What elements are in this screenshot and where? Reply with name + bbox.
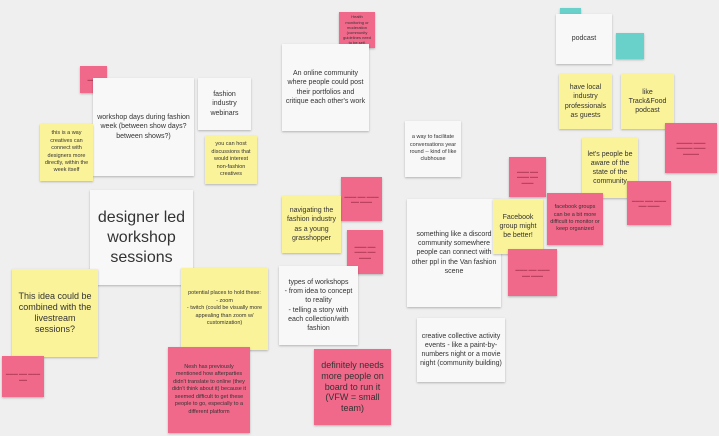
sticky-note-creatives-connect[interactable]: this is a way creatives can connect with… bbox=[40, 124, 93, 181]
sticky-note-clubhouse[interactable]: a way to facilitate conversations year r… bbox=[405, 121, 461, 177]
sticky-note[interactable]: ▬▬▬ ▬▬ ▬▬▬ ▬▬ bbox=[2, 356, 44, 397]
sticky-note-online-community[interactable]: An online community where people could p… bbox=[282, 44, 369, 131]
sticky-note[interactable] bbox=[616, 33, 644, 59]
sticky-note-more-people[interactable]: definitely needs more people on board to… bbox=[314, 349, 391, 425]
sticky-note-platforms[interactable]: potential places to hold these: - zoom -… bbox=[181, 268, 268, 350]
sticky-note-collective-events[interactable]: creative collective activity events - li… bbox=[417, 318, 505, 382]
sticky-note-grasshopper[interactable]: navigating the fashion industry as a you… bbox=[282, 196, 341, 253]
sticky-note[interactable]: ▬▬▬ ▬▬ ▬▬▬ ▬▬ ▬▬▬ bbox=[341, 177, 382, 221]
sticky-note-workshop-days[interactable]: workshop days during fashion week (betwe… bbox=[93, 78, 194, 176]
sticky-note-webinars[interactable]: fashion industry webinars bbox=[198, 78, 251, 130]
sticky-note[interactable]: ▬▬▬ ▬▬ ▬▬▬ ▬▬ ▬▬▬ bbox=[508, 249, 557, 296]
sticky-note[interactable]: ▬▬▬▬ ▬▬▬ ▬▬▬▬ ▬▬▬ ▬▬▬▬ bbox=[665, 123, 717, 173]
sticky-note-designer-workshops[interactable]: designer led workshop sessions bbox=[90, 190, 193, 285]
sticky-note-moderation[interactable]: Health monitoring or moderation (communi… bbox=[339, 12, 375, 48]
sticky-note-livestream[interactable]: This idea could be combined with the liv… bbox=[12, 269, 98, 357]
sticky-note-non-fashion[interactable]: you can host discussions that would inte… bbox=[205, 136, 257, 184]
sticky-note[interactable]: ▬▬▬ ▬▬ ▬▬▬ ▬▬ ▬▬▬ bbox=[627, 181, 671, 225]
sticky-note-afterparties[interactable]: Nesh has previously mentioned how afterp… bbox=[168, 347, 250, 433]
sticky-note-local-professionals[interactable]: have local industry professionals as gue… bbox=[559, 74, 612, 129]
sticky-note-workshop-types[interactable]: types of workshops - from idea to concep… bbox=[279, 266, 358, 345]
sticky-note-track-food[interactable]: like Track&Food podcast bbox=[621, 74, 674, 129]
sticky-note-facebook-monitor[interactable]: facebook groups can be a bit more diffic… bbox=[547, 193, 603, 245]
sticky-note-discord-community[interactable]: something like a discord community somew… bbox=[407, 199, 501, 307]
sticky-note[interactable]: ▬▬▬ ▬▬ ▬▬▬ ▬▬ ▬▬▬ bbox=[509, 157, 546, 197]
sticky-note-podcast[interactable]: podcast bbox=[556, 14, 612, 64]
sticky-note-facebook-group[interactable]: Facebook group might be better! bbox=[493, 199, 543, 254]
